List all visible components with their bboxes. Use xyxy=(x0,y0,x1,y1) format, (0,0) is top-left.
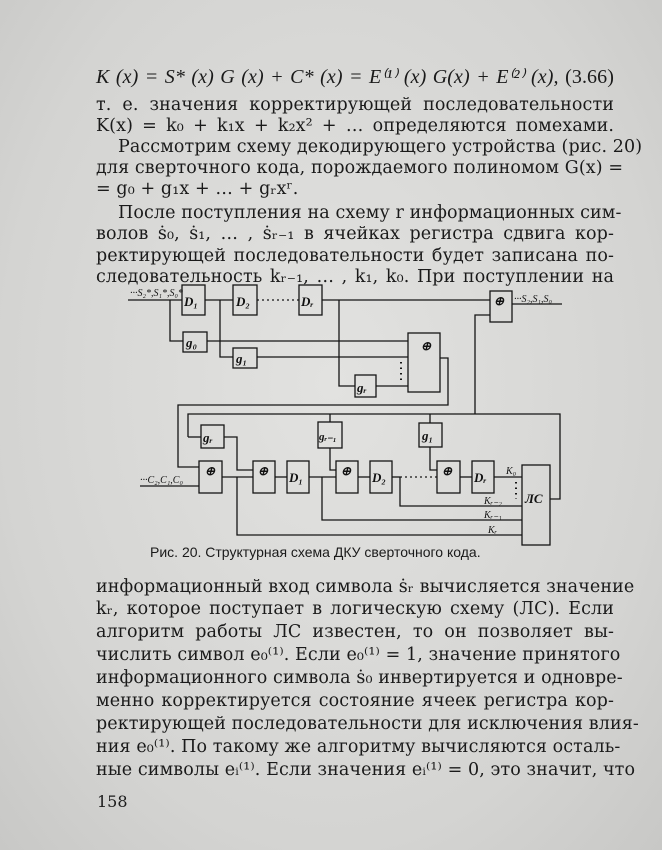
tap-label: gᵣ₋₁ xyxy=(318,431,337,443)
tap-label: g₁ xyxy=(235,351,247,366)
tap-label: gᵣ xyxy=(356,380,367,395)
text-line: ректирующей последовательности для исклю… xyxy=(96,714,639,734)
xor-symbol: ⊕ xyxy=(258,464,269,478)
text-line: информационного символа ṡ₀ инвертируется… xyxy=(96,668,623,688)
xor-box xyxy=(489,290,513,323)
tap-box xyxy=(232,347,258,369)
text-line: информационный вход символа ṡᵣ вычисляет… xyxy=(96,577,635,597)
text-line: ные символы eᵢ⁽¹⁾. Если значения eᵢ⁽¹⁾ =… xyxy=(96,760,636,780)
text-line: = g₀ + g₁x + … + gᵣxʳ. xyxy=(96,179,299,199)
text-line: волов ṡ₀, ṡ₁, … , ṡᵣ₋₁ в ячейках регистр… xyxy=(96,224,614,244)
xor-symbol: ⊕ xyxy=(494,294,505,308)
tap-label: gᵣ xyxy=(202,430,213,445)
text-line: числить символ e₀⁽¹⁾. Если e₀⁽¹⁾ = 1, зн… xyxy=(96,645,621,665)
register-label: D₁ xyxy=(183,294,198,309)
input-bottom-label: ···C₂,C₁,C₀ xyxy=(140,475,183,486)
logic-block-label: ЛС xyxy=(524,491,543,506)
xor-symbol: ⊕ xyxy=(205,464,216,478)
xor-symbol: ⊕ xyxy=(442,464,453,478)
output-top-label: ···S₂,S₁,S₀ xyxy=(514,294,552,305)
tap-box xyxy=(182,331,208,353)
k-label: K₀ xyxy=(505,466,517,477)
register-label: Dᵣ xyxy=(300,294,313,309)
text-line: K(x) = k₀ + k₁x + k₂x² + … определяются … xyxy=(96,116,614,136)
text-line: для сверточного кода, порождаемого полин… xyxy=(96,158,624,178)
k-label: Kᵣ xyxy=(487,525,498,536)
text-line: алгоритм работы ЛС известен, то он позво… xyxy=(96,622,614,642)
xor-box xyxy=(407,332,441,393)
k-label: Kᵣ₋₂ xyxy=(483,496,502,507)
equation-number: (3.66) xyxy=(565,66,614,88)
k-label: Kᵣ₋₁ xyxy=(483,510,502,521)
text-line: т. е. значения корректирующей последоват… xyxy=(96,95,614,115)
equation-3-66: K (x) = S* (x) G (x) + C* (x) = E⁽¹⁾ (x)… xyxy=(96,66,614,88)
register-label: D₁ xyxy=(288,470,303,485)
text-line: kᵣ, которое поступает в логическую схему… xyxy=(96,599,614,619)
register-label: D₂ xyxy=(371,470,386,485)
text-line: менно корректируется состояние ячеек рег… xyxy=(96,691,614,711)
text-line: ния e₀⁽¹⁾. По такому же алгоритму вычисл… xyxy=(96,737,621,757)
xor-symbol: ⊕ xyxy=(421,339,432,353)
text-line: После поступления на схему r информацион… xyxy=(118,203,622,223)
logic-block xyxy=(521,464,551,546)
text-line: следовательность kᵣ₋₁, … , k₁, k₀. При п… xyxy=(96,267,614,287)
tap-label: g₁ xyxy=(421,428,433,443)
text-line: ректирующей последовательности будет зап… xyxy=(96,246,614,266)
figure-caption: Рис. 20. Структурная схема ДКУ сверточно… xyxy=(150,544,481,560)
tap-label: g₀ xyxy=(185,335,197,350)
equation-text: K (x) = S* (x) G (x) + C* (x) = E⁽¹⁾ (x)… xyxy=(96,66,559,88)
page-number: 158 xyxy=(97,792,128,811)
register-label: D₂ xyxy=(235,294,250,309)
text-line: Рассмотрим схему декодирующего устройств… xyxy=(118,137,643,157)
register-label: Dᵣ xyxy=(473,470,486,485)
input-top-label: ···S₂*,S₁*,S₀* xyxy=(130,288,183,299)
xor-symbol: ⊕ xyxy=(341,464,352,478)
